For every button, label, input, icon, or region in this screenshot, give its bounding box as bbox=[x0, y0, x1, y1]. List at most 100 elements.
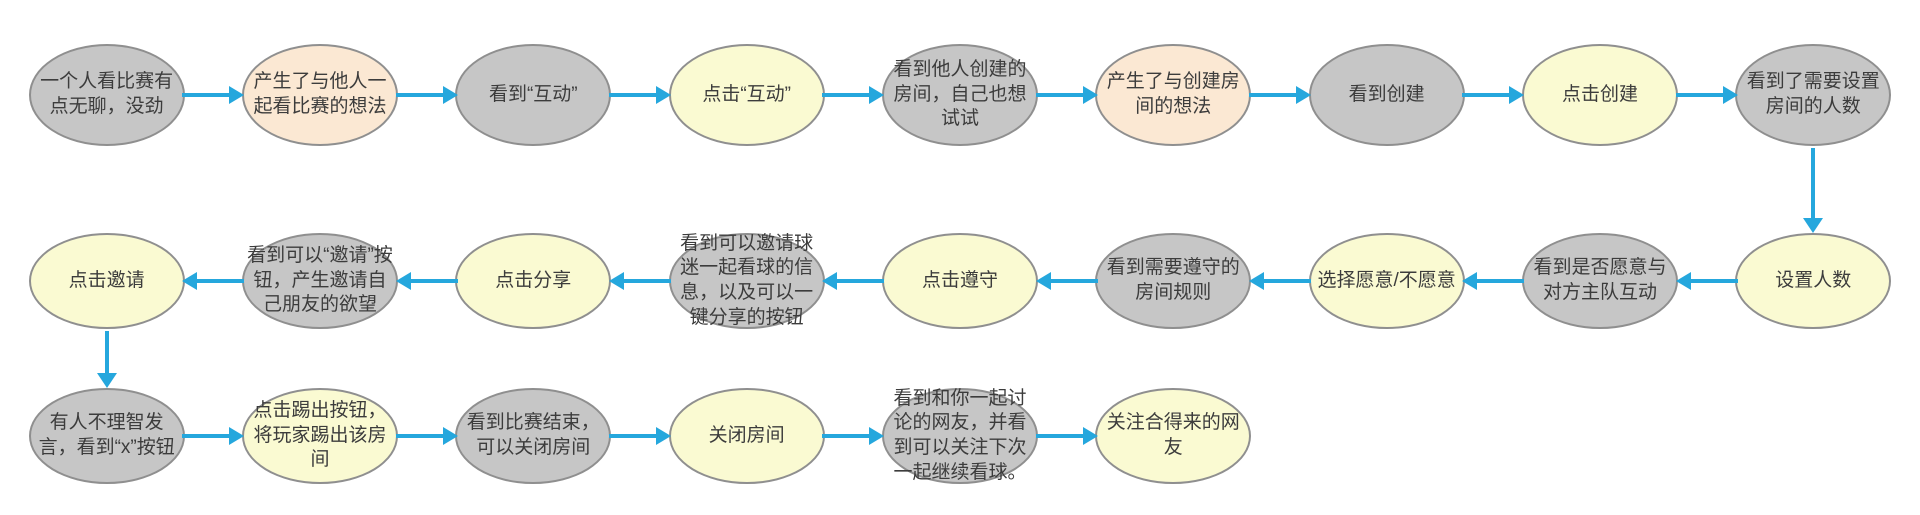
flow-node-label: 关注合得来的网友 bbox=[1106, 412, 1240, 458]
arrow-left-icon bbox=[1035, 271, 1098, 291]
flow-cell: 点击“互动” bbox=[608, 44, 853, 146]
flow-row-2: 点击邀请 看到可以“邀请”按钮，产生邀请自己朋友的欲望 点击分享 看到可以邀请球… bbox=[0, 233, 1920, 329]
arrow-head bbox=[1295, 86, 1311, 104]
flow-node-label: 有人不理智发言，看到“x”按钮 bbox=[38, 412, 175, 458]
arrow-right-icon bbox=[1035, 85, 1098, 105]
arrow-head bbox=[229, 427, 245, 445]
arrow-shaft bbox=[621, 279, 671, 283]
arrow-shaft bbox=[408, 279, 458, 283]
flow-node-label: 看到是否愿意与对方主队互动 bbox=[1533, 257, 1667, 303]
arrow-right-icon bbox=[608, 85, 671, 105]
arrow-shaft bbox=[1811, 148, 1815, 220]
flow-node: 点击邀请 bbox=[28, 233, 185, 329]
flow-node-label: 看到了需要设置房间的人数 bbox=[1746, 71, 1880, 117]
flow-row-3: 有人不理智发言，看到“x”按钮 点击踢出按钮，将玩家踢出该房间 看到比赛结束，可… bbox=[0, 388, 1920, 484]
flow-cell: 关闭房间 bbox=[608, 388, 853, 484]
flow-node: 关闭房间 bbox=[668, 388, 825, 484]
flow-cell: 点击分享 bbox=[395, 233, 640, 329]
flow-node-label: 点击分享 bbox=[495, 269, 572, 291]
flow-node-label: 产生了与他人一起看比赛的想法 bbox=[253, 71, 387, 117]
arrow-right-icon bbox=[395, 426, 458, 446]
flow-node-label: 点击遵守 bbox=[921, 269, 998, 291]
flow-node: 看到需要遵守的房间规则 bbox=[1095, 233, 1252, 329]
arrow-shaft bbox=[822, 434, 872, 438]
flow-cell: 看到可以“邀请”按钮，产生邀请自己朋友的欲望 bbox=[182, 233, 426, 329]
arrow-shaft bbox=[1048, 279, 1098, 283]
arrow-right-icon bbox=[1462, 85, 1525, 105]
arrow-right-icon bbox=[1248, 85, 1311, 105]
arrow-head bbox=[1462, 272, 1478, 290]
arrow-shaft bbox=[395, 434, 445, 438]
flow-cell: 设置人数 bbox=[1675, 233, 1920, 329]
arrow-head bbox=[442, 86, 458, 104]
flow-node-label: 点击踢出按钮，将玩家踢出该房间 bbox=[253, 399, 387, 471]
flow-node: 产生了与创建房间的想法 bbox=[1095, 44, 1252, 146]
flow-node-label: 看到他人创建的房间，自己也想试试 bbox=[893, 58, 1027, 130]
flow-cell: 看到和你一起讨论的网友，并看到可以关注下次一起继续看球。 bbox=[822, 387, 1066, 484]
flow-node: 看到是否愿意与对方主队互动 bbox=[1521, 233, 1678, 329]
arrow-shaft bbox=[182, 93, 232, 97]
flow-cell: 选择愿意/不愿意 bbox=[1248, 233, 1493, 329]
flow-node: 关注合得来的网友 bbox=[1095, 388, 1252, 484]
flow-node: 点击创建 bbox=[1521, 44, 1678, 146]
arrow-right-icon bbox=[822, 85, 885, 105]
arrow-head bbox=[1248, 272, 1264, 290]
arrow-shaft bbox=[195, 279, 245, 283]
flow-cell: 点击邀请 bbox=[0, 233, 213, 329]
flow-node-label: 看到比赛结束，可以关闭房间 bbox=[466, 412, 600, 458]
flow-node: 一个人看比赛有点无聊，没劲 bbox=[28, 44, 185, 146]
arrow-left-icon bbox=[395, 271, 458, 291]
arrow-left-icon bbox=[182, 271, 245, 291]
flow-cell: 看到比赛结束，可以关闭房间 bbox=[395, 388, 640, 484]
arrow-head bbox=[1082, 427, 1098, 445]
arrow-right-icon bbox=[1035, 426, 1098, 446]
flow-node: 看到可以“邀请”按钮，产生邀请自己朋友的欲望 bbox=[241, 233, 398, 329]
arrow-head bbox=[97, 373, 117, 388]
arrow-shaft bbox=[835, 279, 885, 283]
arrow-left-icon bbox=[822, 271, 885, 291]
arrow-head bbox=[608, 272, 624, 290]
arrow-head bbox=[1675, 272, 1691, 290]
arrow-shaft bbox=[1248, 93, 1298, 97]
flow-row-1: 一个人看比赛有点无聊，没劲 产生了与他人一起看比赛的想法 看到“互动” 点击“互… bbox=[0, 44, 1920, 146]
flow-node: 点击分享 bbox=[455, 233, 612, 329]
flow-node: 看到比赛结束，可以关闭房间 bbox=[455, 388, 612, 484]
flow-node-label: 看到和你一起讨论的网友，并看到可以关注下次一起继续看球。 bbox=[893, 387, 1027, 483]
arrow-head bbox=[182, 272, 198, 290]
arrow-head bbox=[395, 272, 411, 290]
arrow-right-icon bbox=[1675, 85, 1738, 105]
flow-cell: 看到是否愿意与对方主队互动 bbox=[1462, 233, 1706, 329]
flow-node: 点击“互动” bbox=[668, 44, 825, 146]
flow-cell: 点击创建 bbox=[1462, 44, 1706, 146]
arrow-head bbox=[1035, 272, 1051, 290]
flow-node: 看到“互动” bbox=[455, 44, 612, 146]
arrow-shaft bbox=[822, 93, 872, 97]
arrow-shaft bbox=[182, 434, 232, 438]
flow-cell: 看到了需要设置房间的人数 bbox=[1675, 44, 1920, 146]
flow-cell: 点击踢出按钮，将玩家踢出该房间 bbox=[182, 388, 426, 484]
arrow-head bbox=[655, 427, 671, 445]
flow-node-label: 点击邀请 bbox=[68, 269, 145, 291]
arrow-head bbox=[1803, 218, 1823, 233]
arrow-down-icon bbox=[1803, 148, 1823, 233]
arrow-shaft bbox=[1035, 434, 1085, 438]
flow-cell: 看到“互动” bbox=[395, 44, 640, 146]
arrow-shaft bbox=[1462, 93, 1512, 97]
flow-node: 看到可以邀请球迷一起看球的信息，以及可以一键分享的按钮 bbox=[668, 232, 825, 329]
flow-node-label: 看到可以邀请球迷一起看球的信息，以及可以一键分享的按钮 bbox=[680, 232, 814, 328]
flow-node-label: 点击“互动” bbox=[702, 83, 791, 105]
flow-cell: 关注合得来的网友 bbox=[1035, 388, 1280, 484]
arrow-shaft bbox=[1688, 279, 1738, 283]
flow-node-label: 看到可以“邀请”按钮，产生邀请自己朋友的欲望 bbox=[247, 244, 393, 316]
flow-node: 有人不理智发言，看到“x”按钮 bbox=[28, 388, 185, 484]
flow-cell: 一个人看比赛有点无聊，没劲 bbox=[0, 44, 213, 146]
flow-node-label: 设置人数 bbox=[1775, 269, 1852, 291]
flow-cell: 看到他人创建的房间，自己也想试试 bbox=[822, 44, 1066, 146]
arrow-right-icon bbox=[182, 85, 245, 105]
flow-node-label: 关闭房间 bbox=[708, 424, 785, 446]
arrow-head bbox=[1509, 86, 1525, 104]
flow-cell: 产生了与创建房间的想法 bbox=[1035, 44, 1280, 146]
flow-node: 看到了需要设置房间的人数 bbox=[1735, 44, 1892, 146]
flow-node: 看到他人创建的房间，自己也想试试 bbox=[881, 44, 1038, 146]
